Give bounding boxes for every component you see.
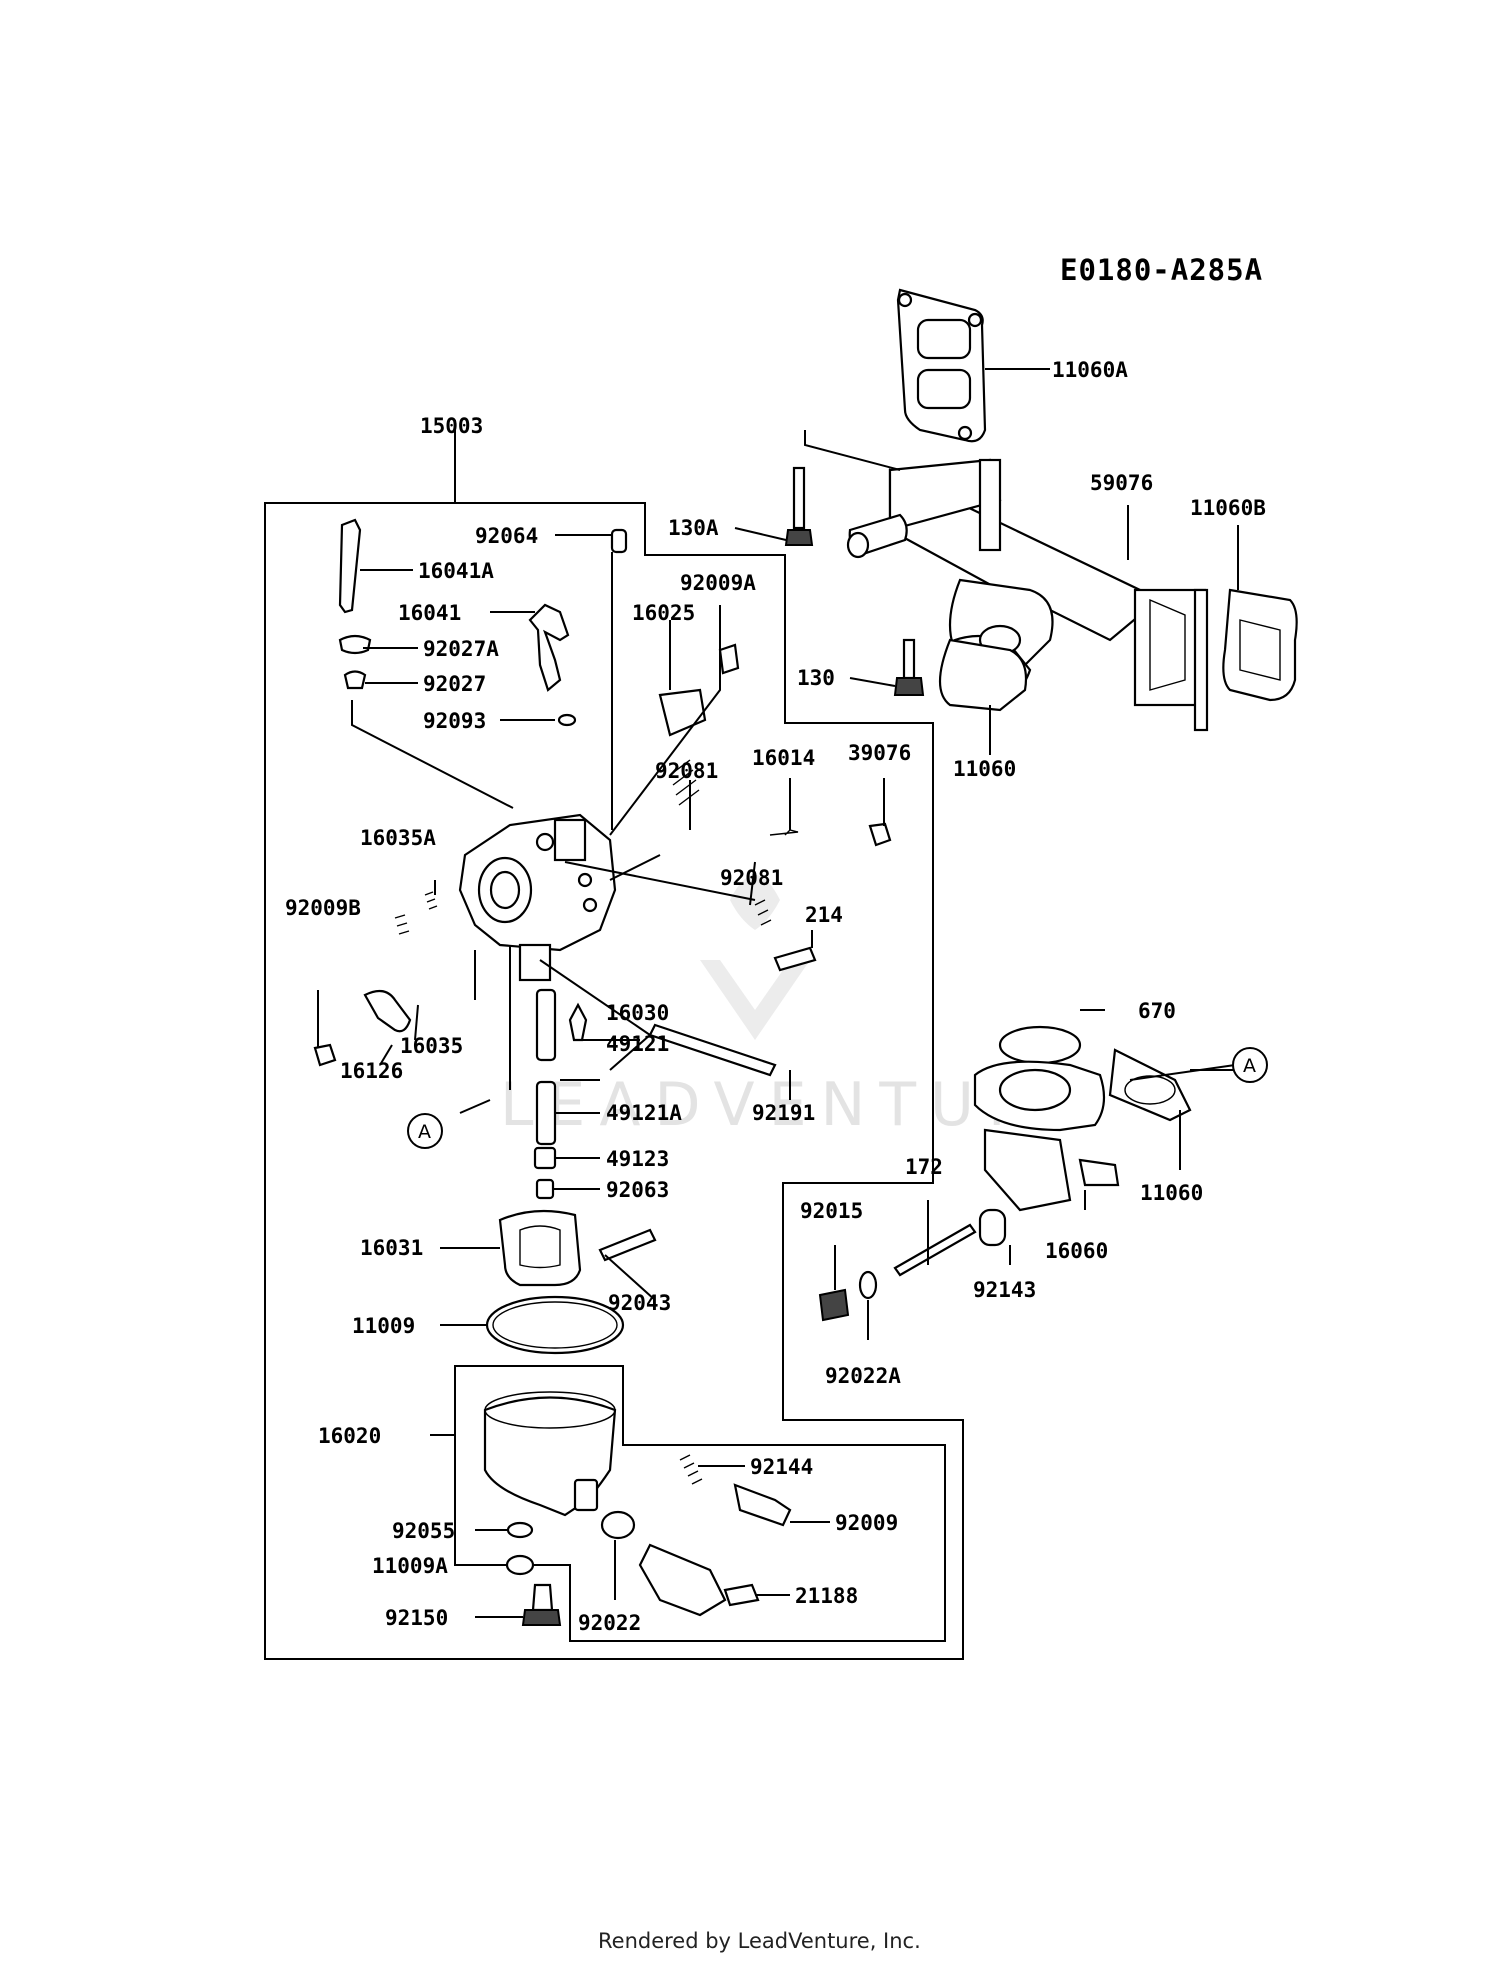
- label-16031: 16031: [360, 1236, 423, 1260]
- intake-manifold-group: [734, 288, 1298, 755]
- label-16035A: 16035A: [360, 826, 436, 850]
- label-49123: 49123: [606, 1147, 669, 1171]
- diagram-reference-id: E0180-A285A: [1060, 253, 1263, 287]
- label-16041: 16041: [398, 601, 461, 625]
- carburetor-body: [458, 813, 617, 982]
- label-92093: 92093: [423, 709, 486, 733]
- label-16020: 16020: [318, 1424, 381, 1448]
- label-16041A: 16041A: [418, 559, 494, 583]
- label-92009B: 92009B: [285, 896, 361, 920]
- label-130A: 130A: [668, 516, 719, 540]
- label-92022: 92022: [578, 1611, 641, 1635]
- label-172: 172: [905, 1155, 943, 1179]
- callout-letter: A: [418, 1121, 431, 1143]
- label-92144: 92144: [750, 1455, 813, 1479]
- label-92081-b: 92081: [720, 866, 783, 890]
- label-92081-a: 92081: [655, 759, 718, 783]
- label-16025: 16025: [632, 601, 695, 625]
- label-92043: 92043: [608, 1291, 671, 1315]
- label-92015: 92015: [800, 1199, 863, 1223]
- label-92063: 92063: [606, 1178, 669, 1202]
- label-92055: 92055: [392, 1519, 455, 1543]
- label-92022A: 92022A: [825, 1364, 901, 1388]
- label-16060: 16060: [1045, 1239, 1108, 1263]
- label-39076: 39076: [848, 741, 911, 765]
- label-130: 130: [797, 666, 835, 690]
- label-11060B: 11060B: [1190, 496, 1266, 520]
- label-11009A: 11009A: [372, 1554, 448, 1578]
- label-49121: 49121: [606, 1032, 669, 1056]
- label-11060-mid: 11060: [1140, 1181, 1203, 1205]
- label-92027: 92027: [423, 672, 486, 696]
- callout-a-right: A: [1232, 1047, 1268, 1083]
- label-11060A: 11060A: [1052, 358, 1128, 382]
- label-15003: 15003: [420, 414, 483, 438]
- label-214: 214: [805, 903, 843, 927]
- label-11060-top: 11060: [953, 757, 1016, 781]
- callout-letter: A: [1243, 1055, 1256, 1077]
- footer-credit: Rendered by LeadVenture, Inc.: [598, 1929, 921, 1953]
- part-labels: 11060A 59076 11060B 130A 130 11060 15003…: [285, 358, 1266, 1635]
- label-92150: 92150: [385, 1606, 448, 1630]
- label-670: 670: [1138, 999, 1176, 1023]
- label-92009A: 92009A: [680, 571, 756, 595]
- label-92009: 92009: [835, 1511, 898, 1535]
- label-92191: 92191: [752, 1101, 815, 1125]
- label-16030: 16030: [606, 1001, 669, 1025]
- label-16014: 16014: [752, 746, 815, 770]
- assembly-boundary-15003: [264, 420, 964, 1660]
- part-icons: [313, 518, 1192, 1626]
- label-59076: 59076: [1090, 471, 1153, 495]
- label-49121A: 49121A: [606, 1101, 682, 1125]
- label-92027A: 92027A: [423, 637, 499, 661]
- label-16035: 16035: [400, 1034, 463, 1058]
- leader-lines: [317, 534, 1236, 1618]
- callout-a-left: A: [407, 1113, 443, 1149]
- label-16126: 16126: [340, 1059, 403, 1083]
- label-92143: 92143: [973, 1278, 1036, 1302]
- label-92064: 92064: [475, 524, 538, 548]
- label-21188: 21188: [795, 1584, 858, 1608]
- label-11009: 11009: [352, 1314, 415, 1338]
